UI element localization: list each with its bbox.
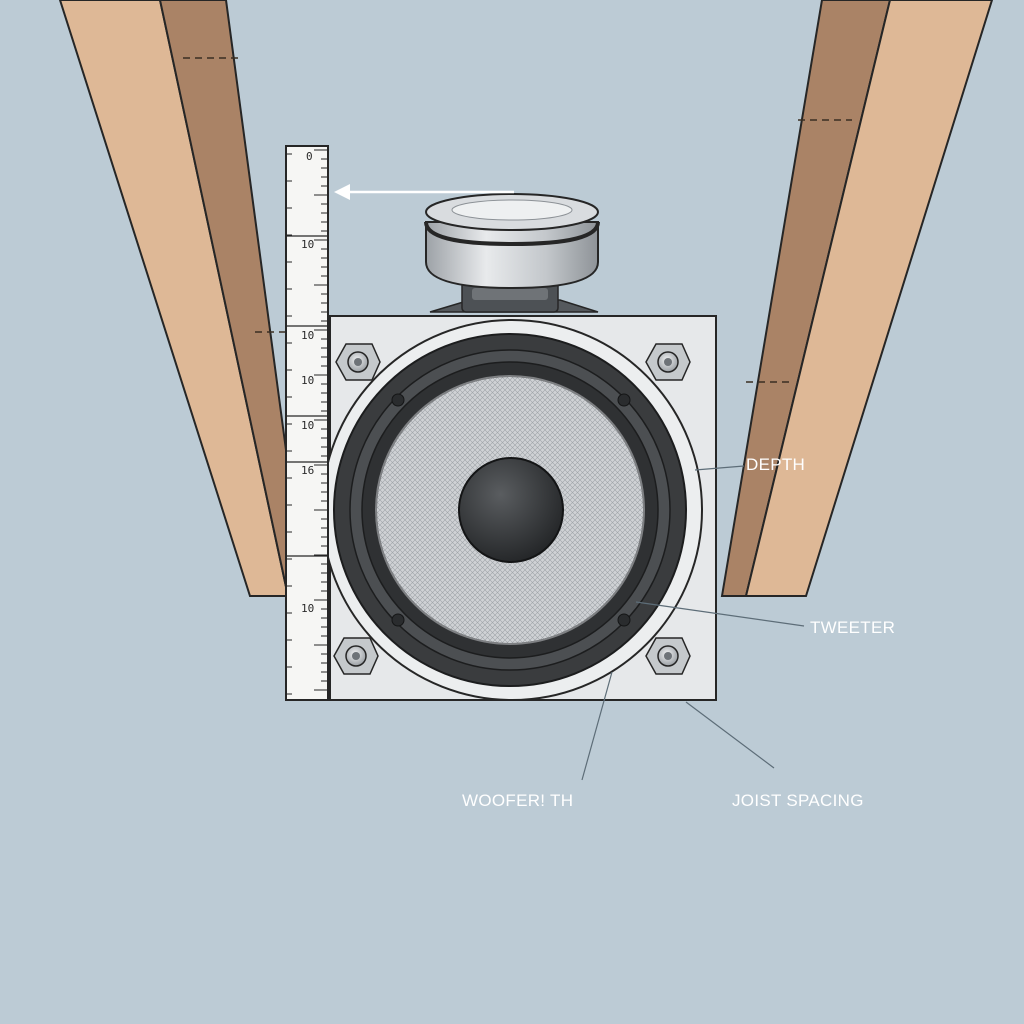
ruler-number: 10 (301, 419, 314, 432)
joist-spacing-leader (685, 701, 775, 769)
mounting-screw-icon (335, 343, 381, 381)
mounting-screw-icon (645, 343, 691, 381)
callout-leaders (581, 465, 805, 781)
woofer-leader (581, 671, 613, 781)
ruler-number: 10 (301, 238, 314, 251)
tweeter-assembly (424, 193, 600, 313)
ruler-number: 10 (301, 602, 314, 615)
left-joist (58, 0, 292, 597)
joist-spacing-label: JOIST SPACING (732, 791, 864, 810)
ruler-number: 10 (301, 374, 314, 387)
ruler-number: 10 (301, 329, 314, 342)
woofer-label: WOOFER! TH (462, 791, 573, 810)
right-joist (720, 0, 994, 597)
tweeter-label: TWEETER (810, 618, 895, 637)
woofer (321, 319, 703, 701)
left-arrow-icon (334, 184, 514, 200)
mounting-screw-icon (645, 637, 691, 675)
ruler-ticks (286, 149, 328, 695)
ruler-number: 0 (306, 150, 313, 163)
depth-leader (694, 465, 745, 471)
measuring-ruler: 0 10 10 10 10 16 10 (285, 145, 329, 701)
ruler-numbers: 0 10 10 10 10 16 10 (301, 150, 314, 615)
dust-cap (458, 457, 564, 563)
depth-label: DEPTH (746, 455, 805, 474)
mounting-screws (333, 343, 691, 675)
mounting-screw-icon (333, 637, 379, 675)
ruler-number: 16 (301, 464, 314, 477)
tweeter-leader (635, 601, 805, 627)
